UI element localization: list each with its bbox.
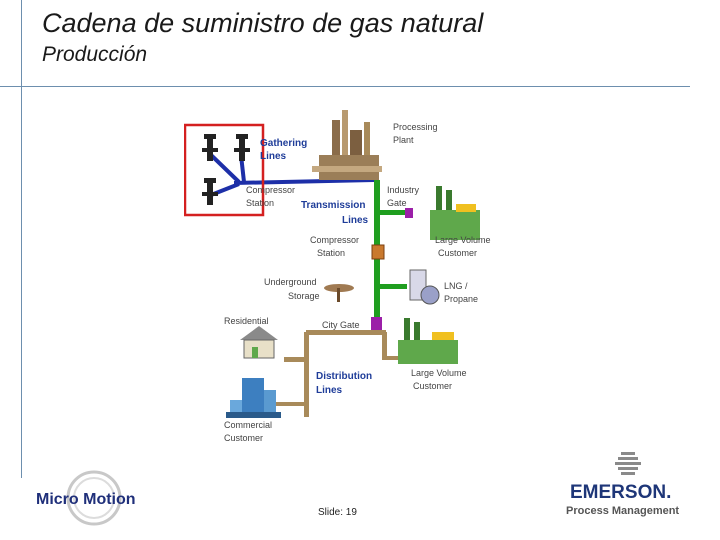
compressor-station-label: Compressor bbox=[246, 185, 295, 195]
lng-tank-icon bbox=[409, 269, 440, 305]
industrial-plant-icon bbox=[398, 318, 458, 364]
emerson-symbol-icon bbox=[615, 452, 641, 475]
emerson-logo: EMERSON. Process Management bbox=[566, 452, 679, 517]
svg-text:Process Management: Process Management bbox=[566, 505, 679, 517]
industry-gate-label: Gate bbox=[387, 198, 407, 208]
processing-plant-label: Plant bbox=[393, 135, 414, 145]
micro-motion-logo: Micro Motion bbox=[36, 470, 136, 526]
underground-storage-icon bbox=[324, 284, 354, 302]
processing-plant-icon bbox=[312, 110, 382, 180]
city-gate-label: City Gate bbox=[322, 320, 360, 330]
gathering-label: Lines bbox=[260, 151, 287, 162]
city-gate-marker bbox=[371, 317, 382, 330]
processing-plant-label: Processing bbox=[393, 122, 438, 132]
slide-title: Cadena de suministro de gas natural bbox=[42, 8, 484, 38]
large-volume-customer-label: Customer bbox=[438, 248, 477, 258]
distribution-pipes bbox=[270, 330, 404, 417]
commercial-customer-label: Customer bbox=[224, 433, 263, 443]
large-volume-customer-label: Large Volume bbox=[435, 235, 491, 245]
compressor-station-icon bbox=[371, 244, 385, 260]
compressor-station-label: Compressor bbox=[310, 235, 359, 245]
distribution-lines-label: Lines bbox=[316, 385, 343, 396]
industry-gate-marker bbox=[405, 208, 413, 218]
left-rule bbox=[21, 0, 22, 478]
svg-text:Micro Motion: Micro Motion bbox=[36, 491, 136, 508]
supply-chain-diagram: Gathering Lines Processing Plant Compres… bbox=[184, 100, 518, 472]
header-divider bbox=[0, 86, 690, 87]
compressor-station-label: Station bbox=[317, 248, 345, 258]
slide-number: Slide: 19 bbox=[318, 507, 357, 518]
transmission-lines-label: Transmission bbox=[301, 200, 365, 211]
distribution-lines-label: Distribution bbox=[316, 371, 372, 382]
commercial-customer-label: Commercial bbox=[224, 420, 272, 430]
gathering-highlight-box bbox=[184, 123, 265, 217]
lng-propane-label: LNG / bbox=[444, 281, 468, 291]
gathering-label: Gathering bbox=[260, 138, 307, 149]
residential-label: Residential bbox=[224, 316, 269, 326]
underground-storage-label: Storage bbox=[288, 291, 320, 301]
gathering-pipes bbox=[209, 153, 375, 197]
slide-subtitle: Producción bbox=[42, 43, 148, 66]
large-volume-customer-label: Customer bbox=[413, 381, 452, 391]
commercial-building-icon bbox=[226, 378, 281, 418]
svg-text:EMERSON.: EMERSON. bbox=[570, 482, 671, 503]
residential-house-icon bbox=[240, 326, 278, 359]
lng-propane-label: Propane bbox=[444, 294, 478, 304]
industry-gate-label: Industry bbox=[387, 185, 420, 195]
large-volume-customer-label: Large Volume bbox=[411, 368, 467, 378]
industrial-plant-icon bbox=[430, 186, 480, 240]
compressor-station-label: Station bbox=[246, 198, 274, 208]
underground-storage-label: Underground bbox=[264, 277, 317, 287]
wellhead-icons bbox=[202, 134, 250, 205]
transmission-lines-label: Lines bbox=[342, 215, 369, 226]
